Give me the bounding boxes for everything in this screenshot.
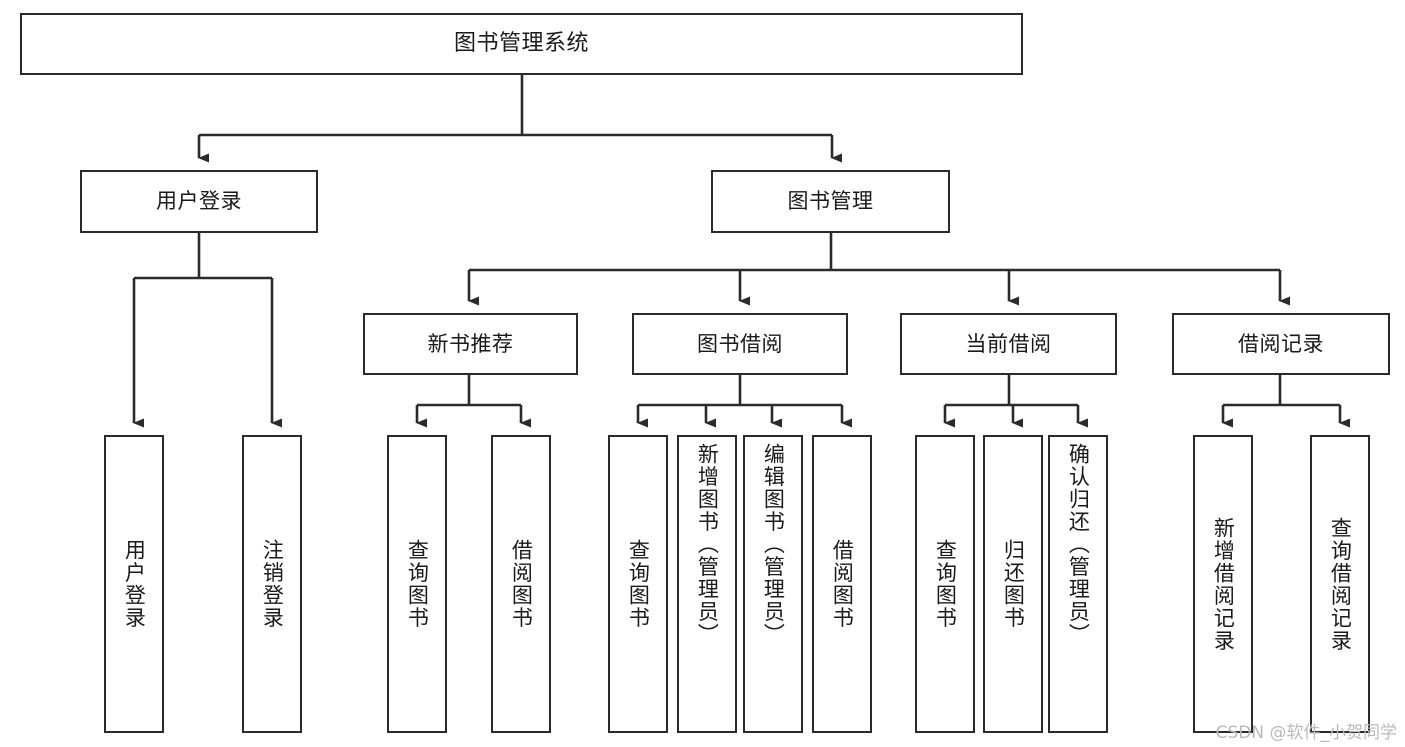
node-leaf-add-book[interactable]: 新增图书（管理员） <box>677 435 737 733</box>
node-new-book-recommend-label: 新书推荐 <box>427 331 514 356</box>
node-leaf-query-book-3-label: 查询图书 <box>933 539 958 629</box>
node-leaf-edit-book-label: 编辑图书（管理员） <box>761 443 786 646</box>
node-book-management[interactable]: 图书管理 <box>711 170 950 233</box>
node-root[interactable]: 图书管理系统 <box>20 13 1023 75</box>
node-leaf-return-book[interactable]: 归还图书 <box>983 435 1043 733</box>
node-leaf-borrow-book-1[interactable]: 借阅图书 <box>491 435 551 733</box>
node-leaf-logout[interactable]: 注销登录 <box>242 435 302 733</box>
node-leaf-add-book-label: 新增图书（管理员） <box>695 443 720 646</box>
node-book-management-label: 图书管理 <box>787 189 874 213</box>
node-leaf-borrow-book-2-label: 借阅图书 <box>830 539 855 629</box>
node-leaf-confirm-return-label: 确认归还（管理员） <box>1066 443 1091 646</box>
node-leaf-query-book-1-label: 查询图书 <box>405 539 430 629</box>
node-leaf-edit-book[interactable]: 编辑图书（管理员） <box>743 435 803 733</box>
node-leaf-query-book-2[interactable]: 查询图书 <box>608 435 668 733</box>
csdn-watermark: CSDN @软件_小贺同学 <box>1215 723 1397 743</box>
node-leaf-user-login[interactable]: 用户登录 <box>104 435 164 733</box>
node-leaf-logout-label: 注销登录 <box>260 539 285 629</box>
node-leaf-user-login-label: 用户登录 <box>122 539 147 629</box>
node-leaf-add-record[interactable]: 新增借阅记录 <box>1193 435 1253 733</box>
node-leaf-query-record[interactable]: 查询借阅记录 <box>1310 435 1370 733</box>
node-leaf-borrow-book-1-label: 借阅图书 <box>509 539 534 629</box>
node-book-borrow-label: 图书借阅 <box>697 331 783 356</box>
node-leaf-return-book-label: 归还图书 <box>1001 539 1026 629</box>
node-user-login-label: 用户登录 <box>156 189 242 213</box>
node-current-borrow[interactable]: 当前借阅 <box>900 313 1117 375</box>
node-new-book-recommend[interactable]: 新书推荐 <box>363 313 578 375</box>
node-leaf-confirm-return[interactable]: 确认归还（管理员） <box>1048 435 1108 733</box>
node-leaf-query-book-1[interactable]: 查询图书 <box>387 435 447 733</box>
node-current-borrow-label: 当前借阅 <box>965 331 1052 356</box>
node-leaf-borrow-book-2[interactable]: 借阅图书 <box>812 435 872 733</box>
node-leaf-query-book-3[interactable]: 查询图书 <box>915 435 975 733</box>
node-user-login[interactable]: 用户登录 <box>80 170 318 233</box>
node-leaf-add-record-label: 新增借阅记录 <box>1211 516 1236 652</box>
node-leaf-query-record-label: 查询借阅记录 <box>1328 516 1353 652</box>
node-borrow-record[interactable]: 借阅记录 <box>1172 313 1390 375</box>
node-book-borrow[interactable]: 图书借阅 <box>632 313 848 375</box>
node-root-label: 图书管理系统 <box>453 31 589 56</box>
node-borrow-record-label: 借阅记录 <box>1238 331 1324 356</box>
node-leaf-query-book-2-label: 查询图书 <box>626 539 651 629</box>
